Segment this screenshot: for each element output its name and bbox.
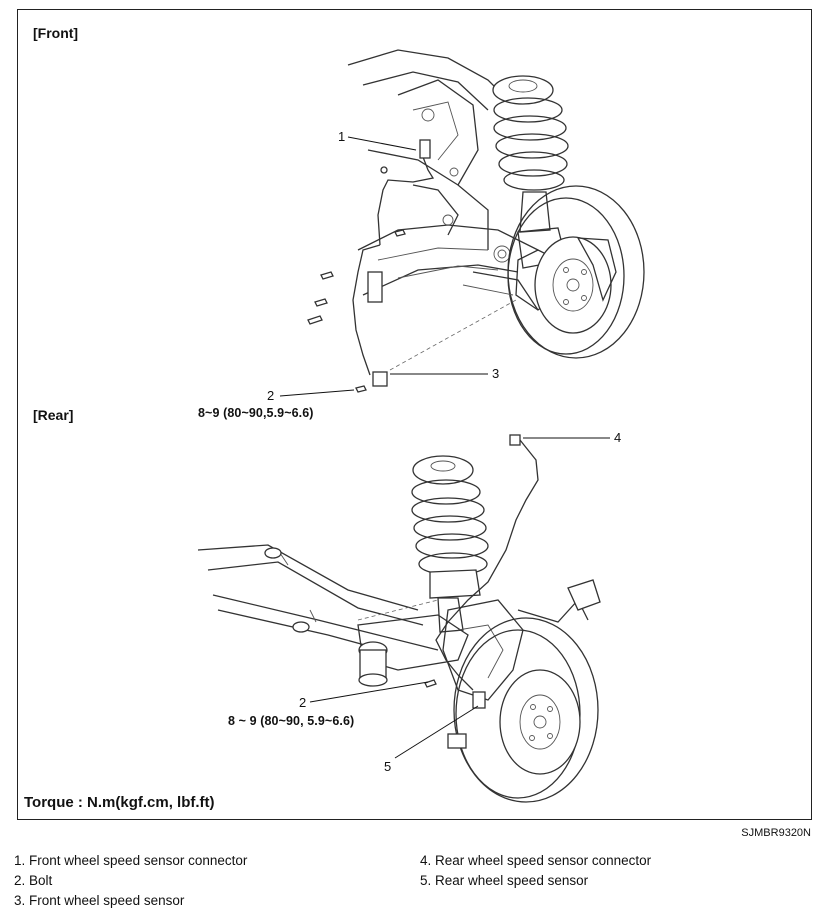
legend-item: 2. Bolt xyxy=(14,873,53,888)
rear-section-label: [Rear] xyxy=(33,407,74,423)
front-bolt-torque: 8~9 (80~90,5.9~6.6) xyxy=(198,406,314,420)
torque-units-note: Torque : N.m(kgf.cm, lbf.ft) xyxy=(24,794,215,811)
figure-code: SJMBR9320N xyxy=(741,827,811,839)
suspension-illustration xyxy=(197,49,645,803)
callout-5-rear-sensor: 5 xyxy=(384,759,392,774)
rear-bolt-torque: 8 ~ 9 (80~90, 5.9~6.6) xyxy=(228,714,355,728)
front-assembly-drawing xyxy=(307,49,645,393)
illustration-frame: [Front] [Rear] 1 2 3 8~9 (80~90,5.9~6.6)… xyxy=(17,9,812,820)
legend-right: 4. Rear wheel speed sensor connector 5. … xyxy=(420,851,651,891)
legend-left: 1. Front wheel speed sensor connector 2.… xyxy=(14,851,247,911)
legend-item: 1. Front wheel speed sensor connector xyxy=(14,853,248,868)
callout-1-front-connector: 1 xyxy=(338,129,346,144)
legend-item: 5. Rear wheel speed sensor xyxy=(420,873,589,888)
legend-item: 4. Rear wheel speed sensor connector xyxy=(420,853,652,868)
callout-2-front-bolt: 2 xyxy=(267,388,275,403)
callout-4-rear-connector: 4 xyxy=(614,430,622,445)
front-section-label: [Front] xyxy=(33,25,79,41)
legend-item: 3. Front wheel speed sensor xyxy=(14,893,185,908)
rear-assembly-drawing xyxy=(197,434,601,803)
callout-2-rear-bolt: 2 xyxy=(299,695,307,710)
callout-3-front-sensor: 3 xyxy=(492,366,500,381)
